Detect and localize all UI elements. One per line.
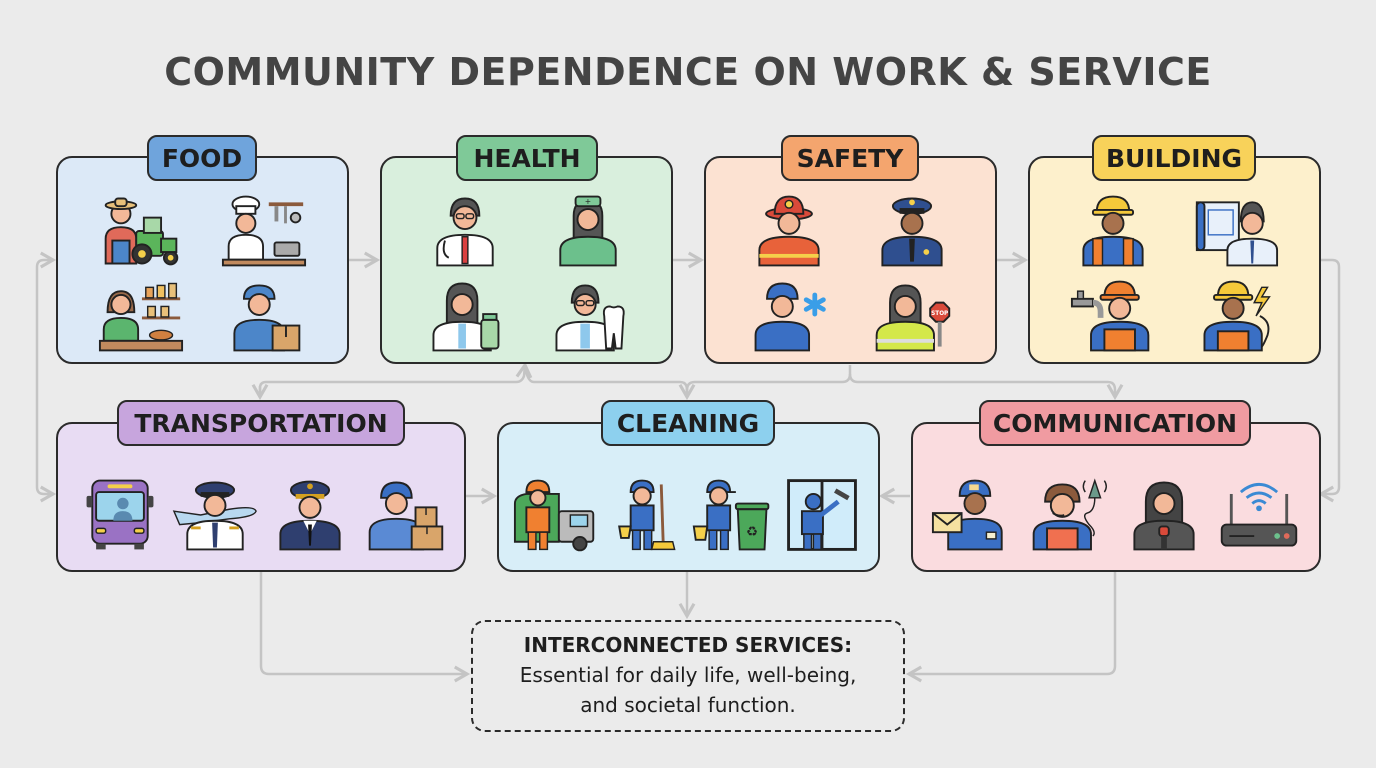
summary-line-1: Essential for daily life, well-being,	[519, 663, 857, 687]
mail-carrier-icon	[926, 470, 1021, 560]
category-health-tag: HEALTH	[456, 135, 598, 181]
summary-heading: INTERCONNECTED SERVICES:	[523, 633, 853, 657]
bus-driver-icon	[72, 470, 167, 560]
firefighter-icon	[728, 188, 851, 273]
category-cleaning-tag: CLEANING	[601, 400, 775, 446]
dentist-icon	[527, 273, 650, 358]
farmer-with-tractor-icon	[80, 188, 203, 273]
category-communication-tag: COMMUNICATION	[979, 400, 1251, 446]
airline-pilot-icon	[167, 470, 262, 560]
pharmacist-icon	[404, 273, 527, 358]
summary-box: INTERCONNECTED SERVICES: Essential for d…	[471, 620, 905, 732]
police-officer-icon	[851, 188, 974, 273]
plumber-icon	[1052, 273, 1175, 358]
food-icons	[80, 188, 325, 358]
summary-line-2: and societal function.	[580, 693, 796, 717]
architect-icon	[1175, 188, 1298, 273]
crossing-guard-icon: STOP	[851, 273, 974, 358]
category-building-tag: BUILDING	[1092, 135, 1256, 181]
communication-icons	[926, 470, 1306, 560]
garbage-collector-icon	[512, 470, 601, 560]
safety-icons: STOP	[728, 188, 973, 358]
diagram-title: COMMUNITY DEPENDENCE ON WORK & SERVICE	[164, 50, 1212, 94]
janitor-icon	[601, 470, 690, 560]
ship-captain-icon	[262, 470, 357, 560]
category-health	[380, 156, 673, 364]
chef-in-kitchen-icon	[203, 188, 326, 273]
nurse-icon: +	[527, 188, 650, 273]
category-transportation-tag: TRANSPORTATION	[117, 400, 405, 446]
cleaning-icons: ♻	[512, 470, 866, 560]
category-safety-tag: SAFETY	[781, 135, 919, 181]
doctor-icon	[404, 188, 527, 273]
svg-text:+: +	[585, 197, 591, 206]
svg-text:♻: ♻	[746, 525, 758, 540]
building-icons	[1052, 188, 1297, 358]
health-icons: +	[404, 188, 649, 358]
category-safety	[704, 156, 997, 364]
paramedic-icon	[728, 273, 851, 358]
recycling-worker-icon: ♻	[689, 470, 778, 560]
electrician-icon	[1175, 273, 1298, 358]
transportation-icons	[72, 470, 452, 560]
window-cleaner-icon	[778, 470, 867, 560]
grocery-clerk-icon	[80, 273, 203, 358]
svg-text:STOP: STOP	[931, 311, 948, 317]
delivery-worker-icon	[203, 273, 326, 358]
wifi-router-icon	[1211, 470, 1306, 560]
news-reporter-icon	[1116, 470, 1211, 560]
telecom-technician-icon	[1021, 470, 1116, 560]
construction-worker-icon	[1052, 188, 1175, 273]
courier-icon	[357, 470, 452, 560]
category-food-tag: FOOD	[147, 135, 257, 181]
